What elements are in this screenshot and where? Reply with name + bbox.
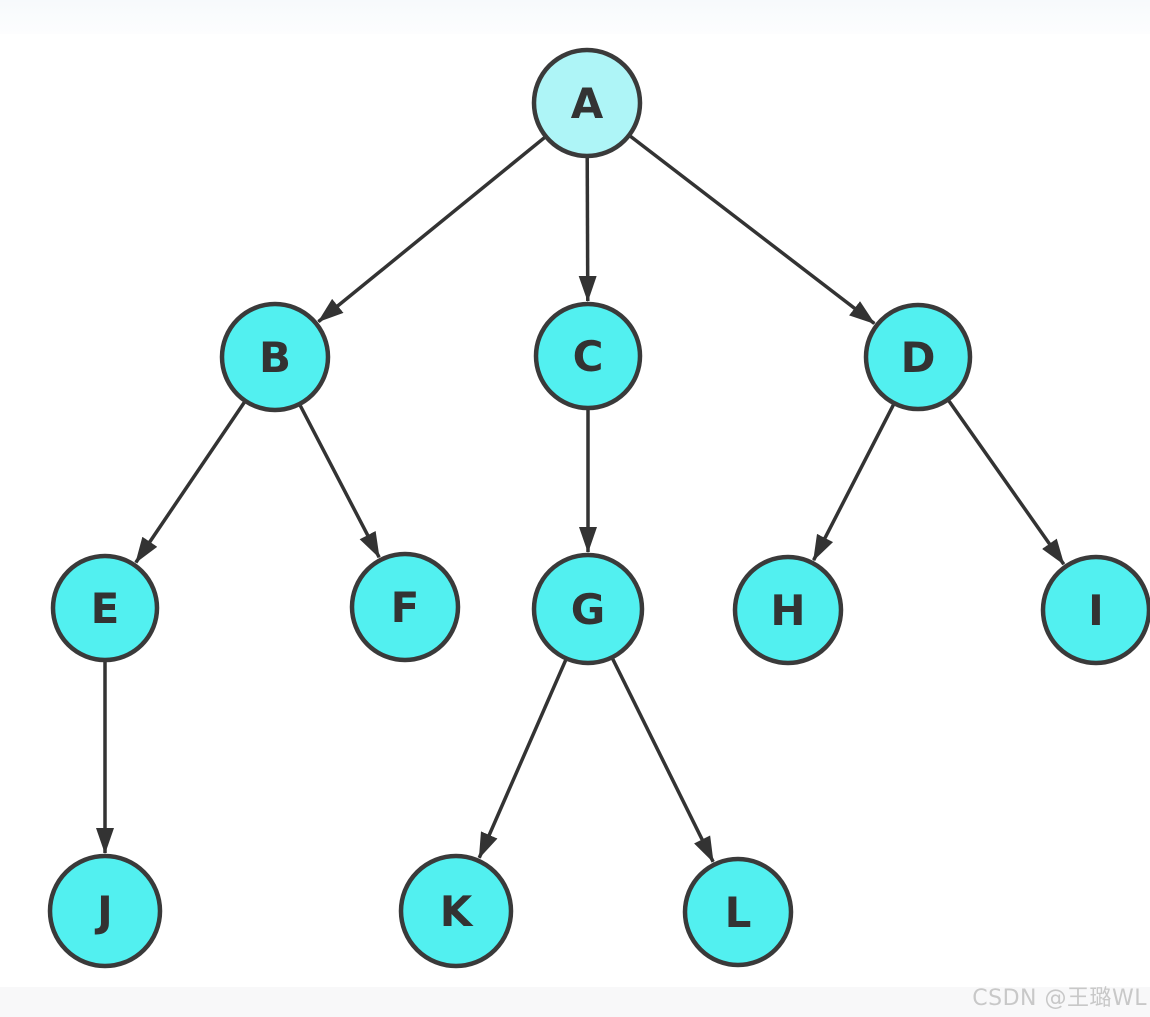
tree-node-g: G xyxy=(531,552,645,666)
node-label: C xyxy=(573,332,604,381)
tree-node-c: C xyxy=(533,301,643,411)
node-circle xyxy=(531,552,645,666)
tree-node-l: L xyxy=(682,856,794,968)
node-label: K xyxy=(440,887,474,936)
tree-node-j: J xyxy=(47,853,163,969)
node-circle xyxy=(533,301,643,411)
tree-edges xyxy=(96,132,1066,863)
node-label: G xyxy=(571,585,605,634)
tree-edge-a-c xyxy=(578,153,597,303)
tree-edge-g-k xyxy=(477,655,569,859)
node-circle xyxy=(531,47,643,159)
tree-node-d: D xyxy=(863,302,973,412)
node-circle xyxy=(50,553,160,663)
tree-node-k: K xyxy=(398,853,514,969)
tree-edge-a-d xyxy=(626,132,876,325)
node-label: A xyxy=(571,79,604,128)
tree-node-a: A xyxy=(531,47,643,159)
tree-edge-g-l xyxy=(609,654,715,863)
node-label: I xyxy=(1088,586,1104,635)
tree-edge-a-b xyxy=(317,133,549,324)
tree-node-b: B xyxy=(219,301,331,413)
node-circle xyxy=(47,853,163,969)
watermark-text: CSDN @王璐WL xyxy=(972,986,1147,1011)
node-circle xyxy=(1040,554,1150,666)
node-label: L xyxy=(725,888,752,937)
node-circle xyxy=(732,554,844,666)
tree-node-e: E xyxy=(50,553,160,663)
node-circle xyxy=(349,551,461,663)
tree-edge-b-f xyxy=(296,401,381,559)
node-circle xyxy=(398,853,514,969)
tree-node-h: H xyxy=(732,554,844,666)
tree-edge-d-i xyxy=(945,396,1066,566)
node-label: D xyxy=(901,333,936,382)
node-label: B xyxy=(259,333,291,382)
node-circle xyxy=(682,856,794,968)
node-label: E xyxy=(91,584,120,633)
tree-node-f: F xyxy=(349,551,461,663)
node-label: J xyxy=(94,887,113,936)
node-circle xyxy=(219,301,331,413)
tree-nodes: A B C D E F G H I J K L xyxy=(47,47,1150,969)
tree-node-i: I xyxy=(1040,554,1150,666)
tree-edge-b-e xyxy=(134,398,248,564)
node-circle xyxy=(863,302,973,412)
node-label: F xyxy=(391,583,420,632)
node-label: H xyxy=(770,586,805,635)
tree-edge-d-h xyxy=(812,400,897,562)
